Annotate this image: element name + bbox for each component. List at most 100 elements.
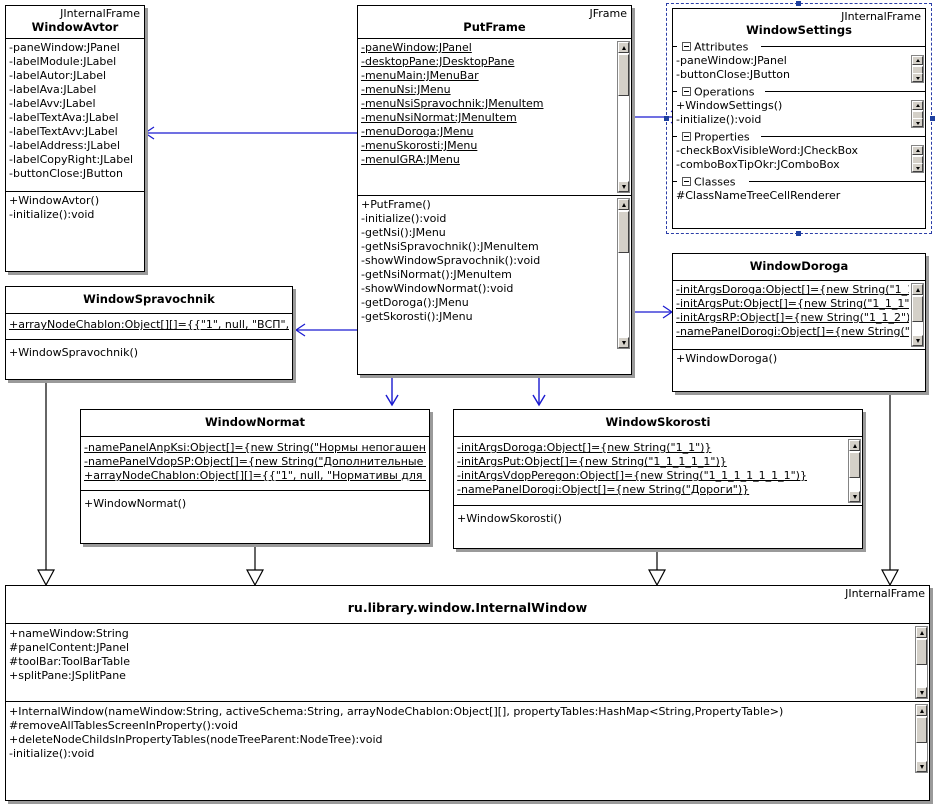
group-header-classes[interactable]: Classes bbox=[673, 174, 925, 189]
selection-handle-left[interactable] bbox=[664, 116, 669, 121]
scrollbar-thumb[interactable] bbox=[916, 717, 927, 743]
collapse-minus-icon[interactable] bbox=[682, 87, 691, 96]
class-box-windowsettings[interactable]: JInternalFrame WindowSettings Attributes… bbox=[672, 8, 926, 229]
attribute-row: -labelTextAvv:JLabel bbox=[9, 125, 118, 138]
scroll-up-button[interactable] bbox=[912, 146, 923, 155]
class-header: JInternalFrame ru.library.window.Interna… bbox=[6, 586, 929, 623]
selection-handle-right[interactable] bbox=[930, 116, 935, 121]
scroll-down-button[interactable] bbox=[916, 687, 927, 698]
operations-compartment: +InternalWindow(nameWindow:String, activ… bbox=[6, 702, 929, 775]
attributes-compartment: +nameWindow:String #panelContent:JPanel … bbox=[6, 624, 929, 701]
divider bbox=[454, 436, 862, 437]
scrollbar-thumb[interactable] bbox=[618, 54, 629, 96]
attribute-row: -initArgsPut:Object[]={new String("1_1_1… bbox=[457, 455, 727, 468]
operation-row: -showWindowNormat():void bbox=[361, 282, 514, 295]
class-header: WindowSkorosti bbox=[454, 410, 862, 436]
divider bbox=[6, 623, 929, 624]
class-box-windowspravochnik[interactable]: WindowSpravochnik +arrayNodeChablon:Obje… bbox=[5, 286, 293, 380]
properties-scrollbar[interactable] bbox=[911, 145, 924, 173]
scroll-up-button[interactable] bbox=[912, 101, 923, 110]
divider bbox=[454, 505, 862, 506]
selection-handle-top[interactable] bbox=[796, 1, 801, 6]
scroll-down-button[interactable] bbox=[916, 761, 927, 772]
scroll-up-button[interactable] bbox=[916, 627, 927, 638]
operations-scrollbar[interactable] bbox=[915, 704, 928, 773]
class-name: WindowSkorosti bbox=[605, 415, 711, 429]
class-box-internalwindow[interactable]: JInternalFrame ru.library.window.Interna… bbox=[5, 585, 930, 801]
attribute-row: -labelAutor:JLabel bbox=[9, 69, 107, 82]
group-rule bbox=[761, 46, 925, 47]
scrollbar-thumb[interactable] bbox=[912, 296, 923, 322]
operations-compartment: +WindowNormat() bbox=[81, 491, 429, 531]
attribute-row: +arrayNodeChablon:Object[][]={{"1", null… bbox=[84, 469, 426, 482]
operations-scrollbar[interactable] bbox=[911, 100, 924, 128]
attributes-scrollbar[interactable] bbox=[915, 626, 928, 699]
scrollbar-thumb[interactable] bbox=[849, 452, 860, 478]
attributes-scrollbar[interactable] bbox=[911, 55, 924, 83]
attribute-row: -paneWindow:JPanel bbox=[361, 41, 472, 54]
operations-compartment: +WindowSettings() -initialize():void bbox=[673, 99, 925, 129]
scroll-up-button[interactable] bbox=[912, 56, 923, 65]
scrollbar-thumb[interactable] bbox=[916, 639, 927, 665]
operation-row: +WindowSpravochnik() bbox=[9, 346, 139, 359]
group-header-properties[interactable]: Properties bbox=[673, 129, 925, 144]
property-row: -comboBoxTipOkr:JComboBox bbox=[676, 158, 840, 171]
scroll-up-button[interactable] bbox=[849, 440, 860, 451]
class-header: WindowNormat bbox=[81, 410, 429, 436]
group-rule bbox=[749, 181, 925, 182]
attributes-compartment: -paneWindow:JPanel -labelModule:JLabel -… bbox=[6, 39, 144, 191]
attribute-row: #panelContent:JPanel bbox=[9, 641, 130, 654]
class-box-windowskorosti[interactable]: WindowSkorosti -initArgsDoroga:Object[]=… bbox=[453, 409, 863, 549]
group-label: Operations bbox=[694, 85, 755, 99]
class-box-windowavtor[interactable]: JInternalFrame WindowAvtor -paneWindow:J… bbox=[5, 5, 145, 272]
class-name: WindowNormat bbox=[204, 415, 305, 429]
operation-row: -getNsiNormat():JMenuItem bbox=[361, 268, 512, 281]
scroll-up-button[interactable] bbox=[618, 42, 629, 53]
attributes-scrollbar[interactable] bbox=[617, 41, 630, 193]
class-header: JInternalFrame WindowAvtor bbox=[6, 6, 144, 38]
scroll-down-button[interactable] bbox=[618, 337, 629, 348]
attribute-row: -labelModule:JLabel bbox=[9, 55, 117, 68]
stereotype-label: JFrame bbox=[589, 7, 627, 20]
class-box-putframe[interactable]: JFrame PutFrame -paneWindow:JPanel -desk… bbox=[357, 5, 632, 375]
class-box-windowdoroga[interactable]: WindowDoroga -initArgsDoroga:Object[]={n… bbox=[672, 253, 926, 392]
stereotype-label: JInternalFrame bbox=[60, 7, 140, 20]
operations-scrollbar[interactable] bbox=[617, 198, 630, 349]
stereotype-label: JInternalFrame bbox=[841, 10, 921, 23]
attributes-scrollbar[interactable] bbox=[911, 283, 924, 347]
group-header-operations[interactable]: Operations bbox=[673, 84, 925, 99]
scroll-down-button[interactable] bbox=[912, 163, 923, 172]
scroll-down-button[interactable] bbox=[912, 73, 923, 82]
attributes-compartment: -paneWindow:JPanel -desktopPane:JDesktop… bbox=[358, 39, 631, 195]
group-dash bbox=[673, 181, 677, 182]
scroll-up-button[interactable] bbox=[912, 284, 923, 295]
scroll-down-button[interactable] bbox=[912, 335, 923, 346]
stereotype-label: JInternalFrame bbox=[845, 587, 925, 600]
scroll-down-button[interactable] bbox=[618, 181, 629, 192]
class-row: #ClassNameTreeCellRenderer bbox=[676, 189, 841, 202]
scrollbar-thumb[interactable] bbox=[618, 211, 629, 253]
attribute-row: -namePanelDorogi:Object[]={new String("Д… bbox=[457, 483, 750, 496]
scroll-up-button[interactable] bbox=[916, 705, 927, 716]
divider bbox=[6, 313, 292, 314]
selection-handle-bottom[interactable] bbox=[796, 231, 801, 236]
scroll-down-button[interactable] bbox=[849, 491, 860, 502]
group-header-attributes[interactable]: Attributes bbox=[673, 39, 925, 54]
collapse-minus-icon[interactable] bbox=[682, 177, 691, 186]
scroll-up-button[interactable] bbox=[618, 199, 629, 210]
collapse-minus-icon[interactable] bbox=[682, 132, 691, 141]
class-name: WindowSpravochnik bbox=[83, 292, 215, 306]
divider bbox=[6, 191, 144, 192]
group-label: Classes bbox=[694, 175, 736, 189]
operation-row: -getNsiSpravochnik():JMenuItem bbox=[361, 240, 539, 253]
attributes-compartment: -initArgsDoroga:Object[]={new String("1_… bbox=[673, 281, 925, 349]
collapse-minus-icon[interactable] bbox=[682, 42, 691, 51]
scroll-down-button[interactable] bbox=[912, 118, 923, 127]
attribute-row: -menuMain:JMenuBar bbox=[361, 69, 479, 82]
group-rule bbox=[765, 91, 925, 92]
class-box-windownormat[interactable]: WindowNormat -namePanelAnpKsi:Object[]={… bbox=[80, 409, 430, 544]
class-header: JFrame PutFrame bbox=[358, 6, 631, 38]
attributes-scrollbar[interactable] bbox=[848, 439, 861, 503]
divider bbox=[673, 280, 925, 281]
attribute-row: -initArgsPut:Object[]={new String("1_1_1… bbox=[676, 297, 909, 310]
